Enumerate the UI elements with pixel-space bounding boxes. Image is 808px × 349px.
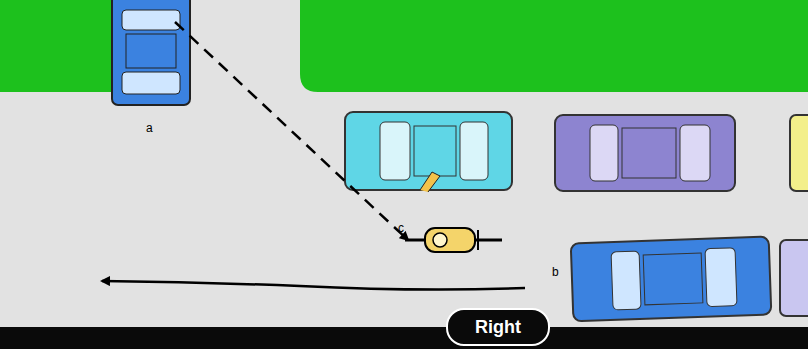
grass-verge [300, 0, 808, 92]
car-b [571, 237, 772, 322]
curb [0, 327, 808, 349]
parked-car [790, 115, 808, 191]
car-path-arrow [102, 281, 525, 290]
vehicle-letter: b [552, 266, 559, 278]
door-path-arrow [175, 22, 408, 240]
badge-text: Right [475, 317, 521, 338]
car-a [112, 0, 190, 105]
door-open [420, 172, 440, 192]
parked-car [780, 240, 808, 316]
parked-car [555, 115, 735, 191]
direction-badge: Right [446, 308, 550, 346]
vehicle-letter: a [146, 122, 153, 134]
vehicle-letter: c [398, 222, 404, 234]
bicycle [405, 228, 502, 252]
parked-car [345, 112, 512, 192]
grass-verge [0, 0, 112, 92]
